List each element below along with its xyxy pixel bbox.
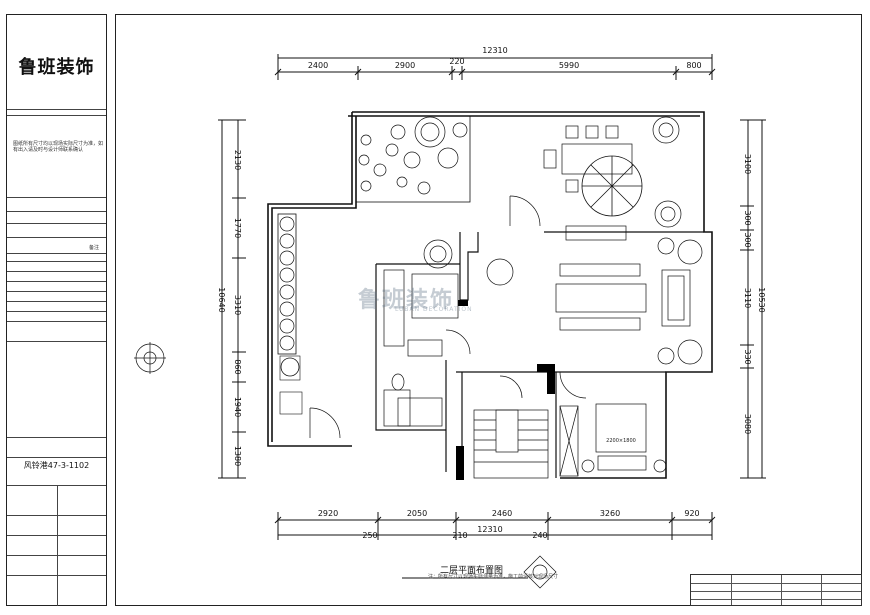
right-total-label: 10530 — [757, 287, 766, 312]
title-block-divider — [7, 261, 106, 262]
washing-machine-box — [279, 355, 301, 381]
drawing-caption-note: 注：所有尺寸以现场实际测量为准，施工前请核对现场尺寸 — [428, 574, 559, 580]
left-dim-label: 1770 — [233, 218, 242, 238]
washing-machine — [280, 357, 300, 377]
bottom-dim-label: 2920 — [318, 509, 338, 518]
top-dim-label: 220 — [449, 57, 464, 66]
title-block-divider — [7, 341, 106, 342]
bottom-total-label: 12310 — [477, 525, 502, 534]
title-block-divider — [7, 321, 106, 322]
title-block-divider — [7, 575, 106, 576]
planter-shrubs — [279, 216, 295, 351]
left-dim-label: 1380 — [233, 446, 242, 466]
drawing-caption: 二层平面布置图 — [440, 566, 504, 576]
exterior-walls — [267, 111, 713, 479]
title-block-divider — [7, 223, 106, 224]
caption-emblem-icon — [523, 555, 557, 589]
title-block-divider — [57, 485, 58, 606]
compass-icon — [134, 342, 166, 374]
watermark-brand: 鲁班装饰 — [358, 288, 455, 313]
title-block-divider — [7, 291, 106, 292]
title-block-divider — [7, 457, 106, 458]
bottom-dim-label: 920 — [684, 509, 699, 518]
project-name: 风铃港47-3-1102 — [23, 461, 90, 470]
bottom-dim-label: 250 — [362, 531, 377, 540]
right-dim-label: 300 — [743, 210, 752, 225]
patio-umbrella — [581, 155, 643, 217]
top-dim-label: 800 — [686, 61, 701, 70]
title-block-divider — [7, 515, 106, 516]
balcony-door-swing — [309, 407, 341, 439]
bottom-dim-label: 2460 — [492, 509, 512, 518]
right-dim-label: 3080 — [743, 414, 752, 434]
watermark-subtitle: LUBAN DECORATION — [395, 306, 473, 313]
company-logo: 鲁班装饰 — [18, 57, 95, 78]
top-dim-label: 2400 — [308, 61, 328, 70]
right-dim-ticks — [740, 119, 766, 479]
bottom-dim-label: 3260 — [600, 509, 620, 518]
bottom-dim-label: 210 — [452, 531, 467, 540]
living-room-furniture — [486, 225, 703, 365]
bed-size-label: 2200×1800 — [606, 438, 636, 444]
title-block-divider — [7, 437, 106, 438]
top-dim-ticks — [274, 54, 716, 80]
right-dim-label: 3110 — [743, 288, 752, 308]
title-block: 鲁班装饰 图纸所有尺寸均以现场实际尺寸为准，如有出入请及时与设计师联系确认 备注… — [6, 14, 107, 606]
top-total-label: 12310 — [482, 46, 507, 55]
left-dim-label: 1940 — [233, 397, 242, 417]
terrace-door-swing — [509, 195, 541, 227]
revision-table — [690, 574, 862, 606]
title-block-divider — [7, 535, 106, 536]
garden-terrace — [355, 115, 471, 203]
right-dim-labels: 3100 300 300 3110 330 3080 10530 — [743, 154, 766, 434]
left-dim-ticks — [218, 119, 246, 479]
left-dim-label: 860 — [233, 359, 242, 374]
title-block-divider — [7, 115, 106, 116]
bedroom-furniture — [559, 403, 667, 477]
solid-wall-stubs — [456, 300, 555, 480]
title-block-divider — [7, 555, 106, 556]
remark-label: 备注 — [89, 245, 100, 251]
title-block-divider — [7, 197, 106, 198]
title-block-divider — [7, 281, 106, 282]
left-dim-label: 3310 — [233, 295, 242, 315]
title-block-divider — [7, 253, 106, 254]
sheet-border — [115, 14, 862, 606]
title-block-divider — [7, 271, 106, 272]
planter-strip — [277, 213, 297, 355]
utility-sink — [279, 391, 303, 415]
right-dim-label: 3100 — [743, 154, 752, 174]
outdoor-dining-set — [543, 125, 633, 193]
kitchen-bath-fixtures — [383, 269, 459, 427]
title-block-divider — [7, 301, 106, 302]
left-dim-labels: 2130 1770 3310 860 1940 1380 10640 — [217, 150, 242, 466]
left-total-label: 10640 — [217, 287, 226, 312]
bottom-dim-label: 2050 — [407, 509, 427, 518]
bottom-dim-label: 240 — [532, 531, 547, 540]
title-block-divider — [7, 237, 106, 238]
interior-walls — [375, 231, 704, 478]
top-dim-label: 5990 — [559, 61, 579, 70]
title-block-divider — [7, 211, 106, 212]
bottom-dim-ticks — [274, 512, 716, 540]
left-dim-label: 2130 — [233, 150, 242, 170]
top-dim-label: 2900 — [395, 61, 415, 70]
notes-text: 图纸所有尺寸均以现场实际尺寸为准，如有出入请及时与设计师联系确认 — [13, 141, 104, 153]
right-dim-label: 300 — [743, 232, 752, 247]
staircase — [473, 409, 549, 479]
right-dim-label: 330 — [743, 349, 752, 364]
title-block-divider — [7, 485, 106, 486]
interior-door-swings — [445, 329, 587, 399]
title-block-divider — [7, 109, 106, 110]
accent-trees — [423, 116, 682, 269]
title-block-divider — [7, 311, 106, 312]
garden-plants — [358, 116, 468, 195]
